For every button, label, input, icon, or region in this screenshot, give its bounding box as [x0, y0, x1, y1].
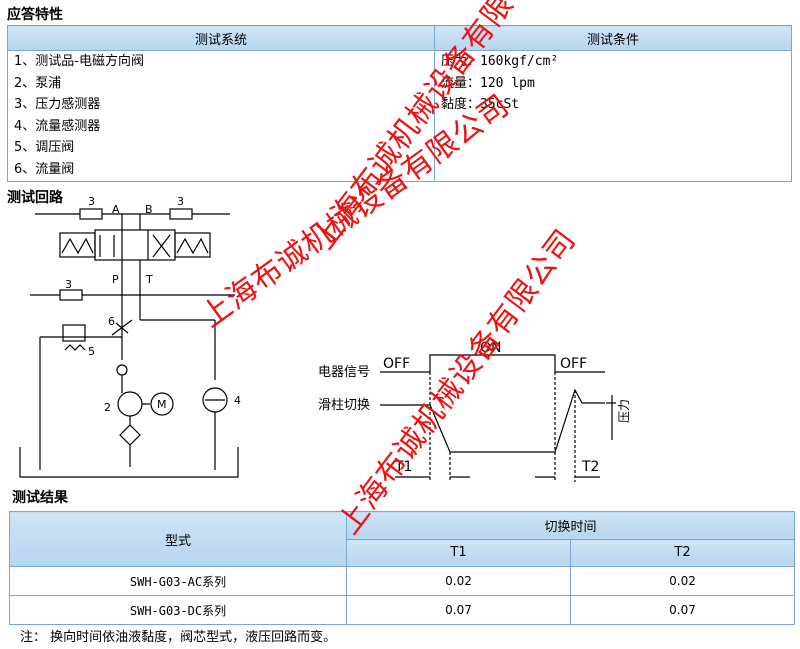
cell-model: SWH-G03-AC系列	[9, 566, 347, 596]
test-setup-table: 测试系统 测试条件 1、测试品-电磁方向阀 2、泵浦 3、压力感测器 4、流量感…	[7, 25, 792, 182]
cell-t2: 0.07	[570, 595, 795, 625]
relief-valve-5	[62, 324, 86, 342]
conditions-cell: 压力：160kgf/cm² 流量：120 lpm 黏度：35cSt	[434, 50, 792, 182]
system-item: 6、流量阀	[14, 161, 75, 177]
t1-label: T1	[394, 459, 412, 475]
col-header-t2: T2	[570, 538, 795, 567]
cell-t2: 0.02	[570, 566, 795, 596]
label-5: 5	[88, 345, 95, 358]
label-3c: 3	[65, 278, 72, 291]
on-label: ON	[480, 340, 502, 356]
system-item: 3、压力感测器	[14, 97, 101, 112]
col-header-t1: T1	[346, 538, 571, 567]
table-row: SWH-G03-DC系列 0.07 0.07	[9, 595, 795, 625]
circuit-and-timing-diagram: 3 3 A B P T 3 6 5 2 M 4 电器信号 滑柱切换 OFF ON…	[19, 195, 631, 482]
cell-t1: 0.07	[346, 595, 571, 625]
cell-t1: 0.02	[346, 566, 571, 596]
t2-label: T2	[581, 459, 599, 475]
system-item: 2、泵浦	[14, 75, 62, 91]
filter	[119, 424, 141, 446]
col-header-model: 型式	[9, 511, 347, 567]
label-port-a: A	[112, 203, 120, 216]
label-port-t: T	[145, 273, 153, 286]
pressure-sensor-3a	[79, 208, 103, 220]
motor	[150, 392, 174, 416]
pressure-label: 压力	[617, 399, 631, 423]
system-cell: 1、测试品-电磁方向阀 2、泵浦 3、压力感测器 4、流量感测器 5、调压阀 6…	[7, 50, 435, 182]
col-header-switch-time: 切换时间	[346, 511, 795, 540]
system-item: 4、流量感测器	[14, 118, 101, 134]
system-item: 1、测试品-电磁方向阀	[14, 54, 144, 69]
section-title-circuit: 测试回路	[7, 190, 63, 206]
timing-diagram	[380, 354, 616, 482]
off2-label: OFF	[560, 356, 587, 372]
footnote: 注： 换向时间依油液黏度，阀芯型式，液压回路而变。	[20, 630, 337, 645]
label-3b: 3	[177, 195, 184, 208]
condition-item: 黏度：35cSt	[441, 97, 520, 112]
pressure-sensor-3c	[59, 289, 83, 301]
signal-label: 电器信号	[318, 365, 370, 380]
pressure-sensor-3b	[169, 208, 193, 220]
label-port-p: P	[112, 273, 119, 286]
section-title-response: 应答特性	[7, 7, 63, 23]
off1-label: OFF	[383, 356, 410, 372]
pump-2	[117, 391, 143, 417]
table-row: SWH-G03-AC系列 0.02 0.02	[9, 566, 795, 596]
hydraulic-circuit	[19, 208, 239, 478]
label-6: 6	[108, 315, 115, 328]
spool-label: 滑柱切换	[318, 398, 370, 413]
system-item: 5、调压阀	[14, 140, 75, 155]
label-3a: 3	[88, 195, 95, 208]
circuit-labels: 3 3 A B P T 3 6 5 2 M 4	[65, 195, 241, 414]
results-table: 型式 切换时间 T1 T2 SWH-G03-AC系列 0.02 0.02 SWH…	[9, 511, 795, 625]
label-2: 2	[104, 401, 111, 414]
label-4: 4	[234, 394, 241, 407]
label-port-b: B	[145, 203, 153, 216]
col-header-system: 测试系统	[7, 25, 435, 51]
cell-model: SWH-G03-DC系列	[9, 595, 347, 625]
label-motor: M	[157, 398, 167, 411]
condition-item: 流量：120 lpm	[441, 75, 535, 91]
condition-item: 压力：160kgf/cm²	[441, 54, 559, 69]
section-title-results: 测试结果	[12, 490, 68, 506]
signal-waveform	[380, 354, 605, 373]
